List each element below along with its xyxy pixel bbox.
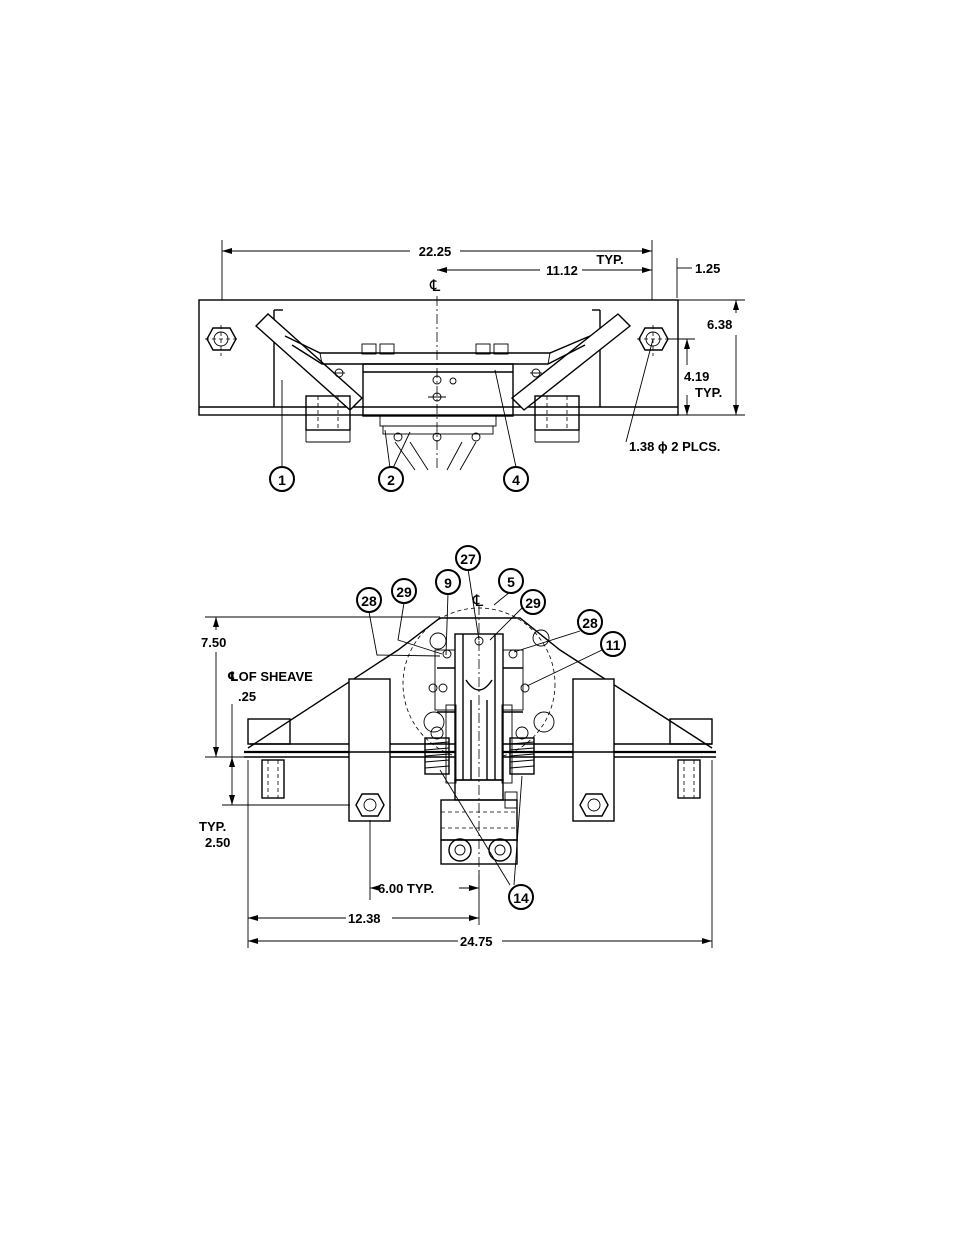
svg-text:9: 9 (444, 575, 452, 591)
svg-text:28: 28 (361, 593, 377, 609)
callout-balloon-29-left: 29 (391, 578, 417, 604)
callout-balloon-27: 27 (455, 545, 481, 571)
svg-text:5: 5 (507, 574, 515, 590)
dim-bottom-half-width: 12.38 (247, 760, 480, 948)
callout-balloon-11: 11 (600, 631, 626, 657)
dim-4-19: 4.19 (684, 369, 709, 384)
svg-text:2: 2 (387, 472, 395, 488)
dim-7-50: 7.50 (201, 635, 226, 650)
hole-callout: 1.38 ϕ 2 PLCS. (629, 439, 720, 454)
dim-11-12: 11.12 (546, 263, 578, 278)
plate-bolt-left-icon (355, 793, 385, 817)
callout-balloon-2: 2 (378, 466, 404, 492)
svg-text:1: 1 (278, 472, 286, 488)
centerline-symbol-bottom: ℄ (472, 593, 484, 610)
dim-1-25: 1.25 (695, 261, 720, 276)
spring-left-icon (424, 726, 450, 775)
dim-bottom-overall-width: 24.75 (248, 760, 713, 949)
top-view: 22.25 11.12 TYP. 1.25 ℄ (198, 240, 745, 492)
dim-0-25: .25 (238, 689, 256, 704)
dim-half-width: 11.12 TYP. (437, 252, 652, 278)
dim-bolt-height: 4.19 TYP. (668, 338, 722, 415)
callout-balloon-1: 1 (269, 466, 295, 492)
svg-text:14: 14 (513, 890, 529, 906)
left-bolt-icon (205, 325, 238, 356)
callout-balloon-28-right: 28 (577, 609, 603, 635)
dim-24-75: 24.75 (460, 934, 493, 949)
dim-2-50: 2.50 (205, 835, 230, 850)
callout-balloon-4: 4 (503, 466, 529, 492)
svg-text:28: 28 (582, 615, 598, 631)
dim-6-38: 6.38 (707, 317, 732, 332)
svg-text:4: 4 (512, 472, 520, 488)
svg-text:11: 11 (606, 637, 621, 653)
dim-height: 6.38 (678, 299, 745, 416)
callout-balloon-14: 14 (508, 884, 534, 910)
svg-text:29: 29 (525, 595, 541, 611)
plate-bolt-right-icon (579, 793, 609, 817)
dim-2-50-typ: TYP. (199, 819, 226, 834)
spring-right-icon (509, 726, 535, 775)
centerline-of-sheave: ℄OF SHEAVE (227, 669, 313, 684)
callout-balloon-5: 5 (498, 568, 524, 594)
callout-balloon-9: 9 (435, 569, 461, 595)
svg-text:27: 27 (460, 551, 476, 567)
dim-4-19-typ: TYP. (695, 385, 722, 400)
dim-11-12-typ: TYP. (596, 252, 623, 267)
dim-top-thickness: 1.25 (676, 258, 720, 298)
right-bolt-icon (637, 325, 670, 356)
callout-balloon-28-left: 28 (356, 587, 382, 613)
centerline-symbol-top: ℄ (429, 278, 441, 295)
dim-12-38: 12.38 (348, 911, 381, 926)
bottom-view: ℄ 7.50 ℄OF SHEAVE .25 TYP. 2.50 6.00 (199, 545, 716, 949)
svg-text:29: 29 (396, 584, 412, 600)
dim-bolt-spacing: 6.00 TYP. (369, 820, 479, 900)
callout-balloon-29-right: 29 (520, 589, 546, 615)
dim-overall-width: 22.25 (221, 240, 653, 300)
dim-bottom-height: 7.50 (201, 616, 440, 758)
dim-6-00: 6.00 TYP. (378, 881, 434, 896)
dim-22-25: 22.25 (419, 244, 452, 259)
